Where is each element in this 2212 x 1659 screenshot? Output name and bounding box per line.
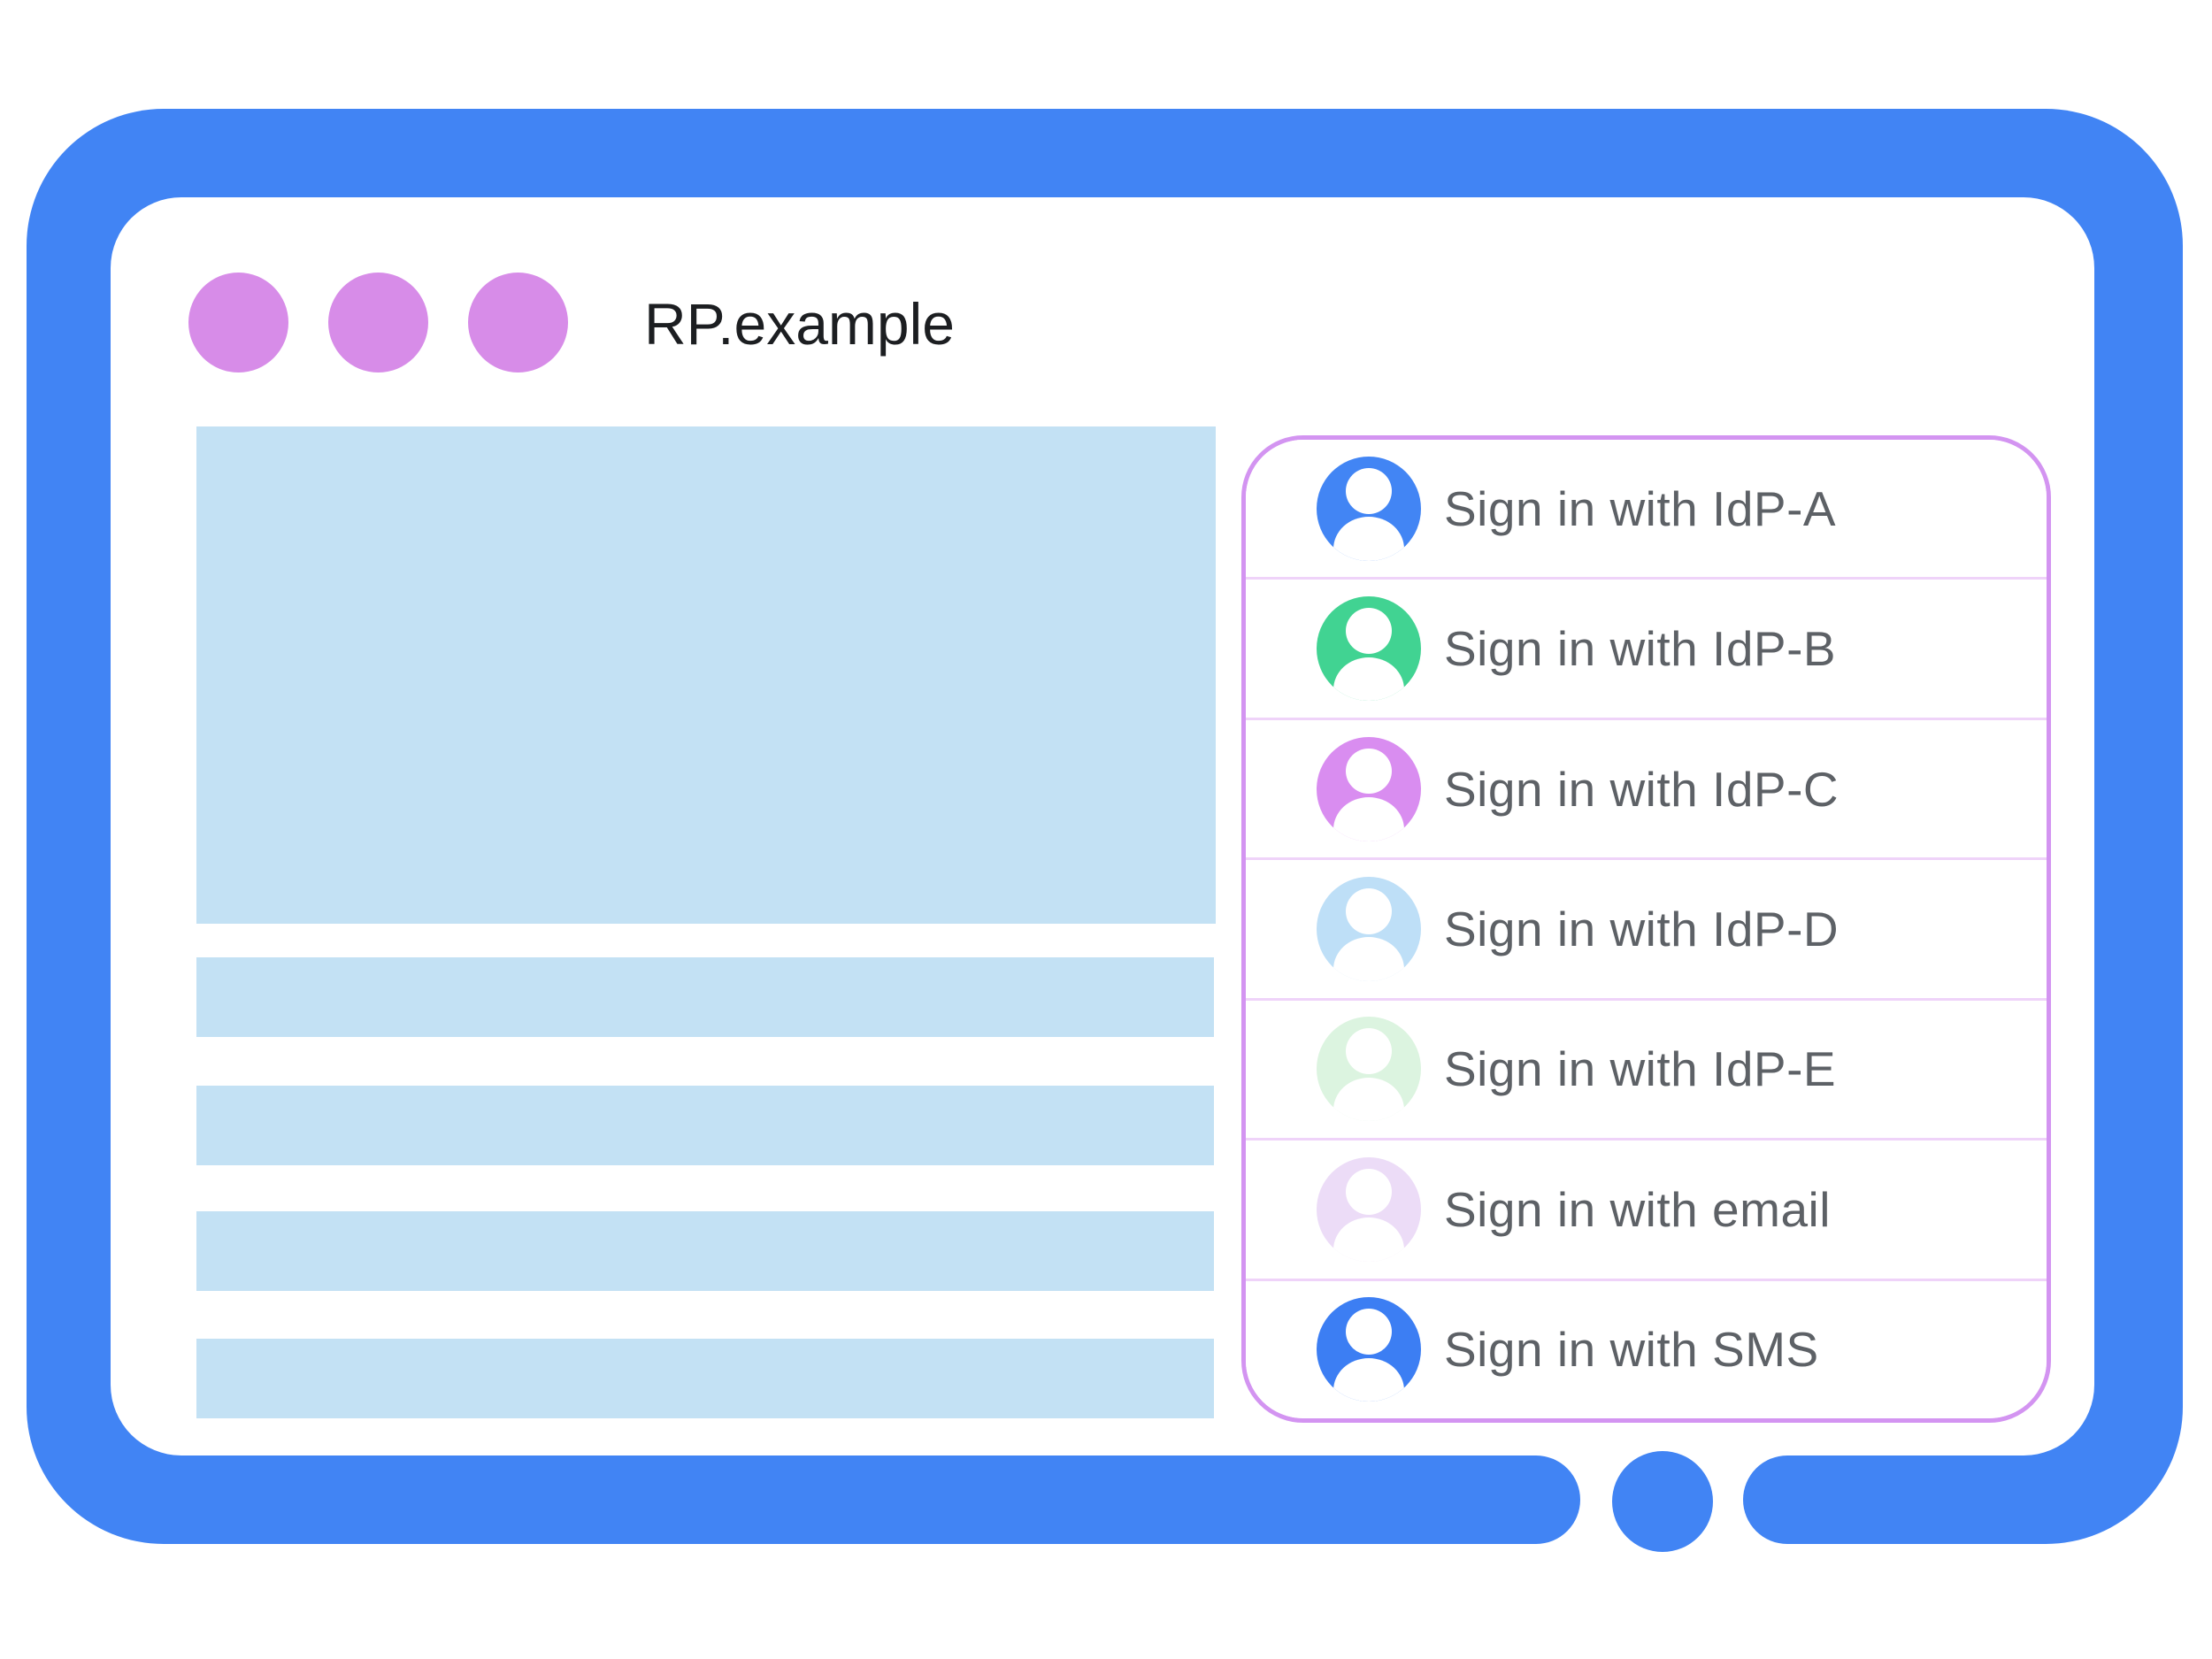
signin-label: Sign in with IdP-B [1444,621,1837,677]
signin-label: Sign in with IdP-D [1444,901,1839,956]
signin-label: Sign in with SMS [1444,1322,1819,1378]
text-line-placeholder [196,1086,1214,1165]
signin-label: Sign in with email [1444,1181,1831,1237]
frame-bottom-right-segment [1743,1455,1849,1544]
user-avatar-icon [1317,596,1421,702]
text-line-placeholder [196,957,1214,1037]
text-line-placeholder [196,1339,1214,1418]
user-avatar-icon [1317,456,1421,561]
signin-option-idp-d[interactable]: Sign in with IdP-D [1246,860,2047,1001]
window-control-dot-icon [188,273,288,373]
signin-option-idp-e[interactable]: Sign in with IdP-E [1246,1000,2047,1141]
user-avatar-icon [1317,876,1421,981]
signin-option-idp-c[interactable]: Sign in with IdP-C [1246,719,2047,861]
user-avatar-icon [1317,1297,1421,1402]
window-control-dot-icon [328,273,428,373]
signin-label: Sign in with IdP-C [1444,761,1839,817]
user-avatar-icon [1317,1017,1421,1122]
hero-content-placeholder [196,426,1216,924]
signin-label: Sign in with IdP-A [1444,480,1837,536]
user-avatar-icon [1317,1156,1421,1262]
signin-label: Sign in with IdP-E [1444,1041,1837,1097]
signin-option-idp-a[interactable]: Sign in with IdP-A [1246,440,2047,580]
text-line-placeholder [196,1211,1214,1291]
window-control-dot-icon [468,273,568,373]
site-title: RP.example [644,291,955,357]
home-button [1612,1451,1713,1552]
signin-option-sms[interactable]: Sign in with SMS [1246,1280,2047,1418]
user-avatar-icon [1317,736,1421,841]
signin-option-idp-b[interactable]: Sign in with IdP-B [1246,580,2047,720]
signin-option-email[interactable]: Sign in with email [1246,1141,2047,1281]
frame-bottom-left-segment [1474,1455,1580,1544]
signin-account-chooser-panel: Sign in with IdP-A Sign in with IdP-B Si… [1241,435,2051,1423]
window-controls [188,273,568,373]
